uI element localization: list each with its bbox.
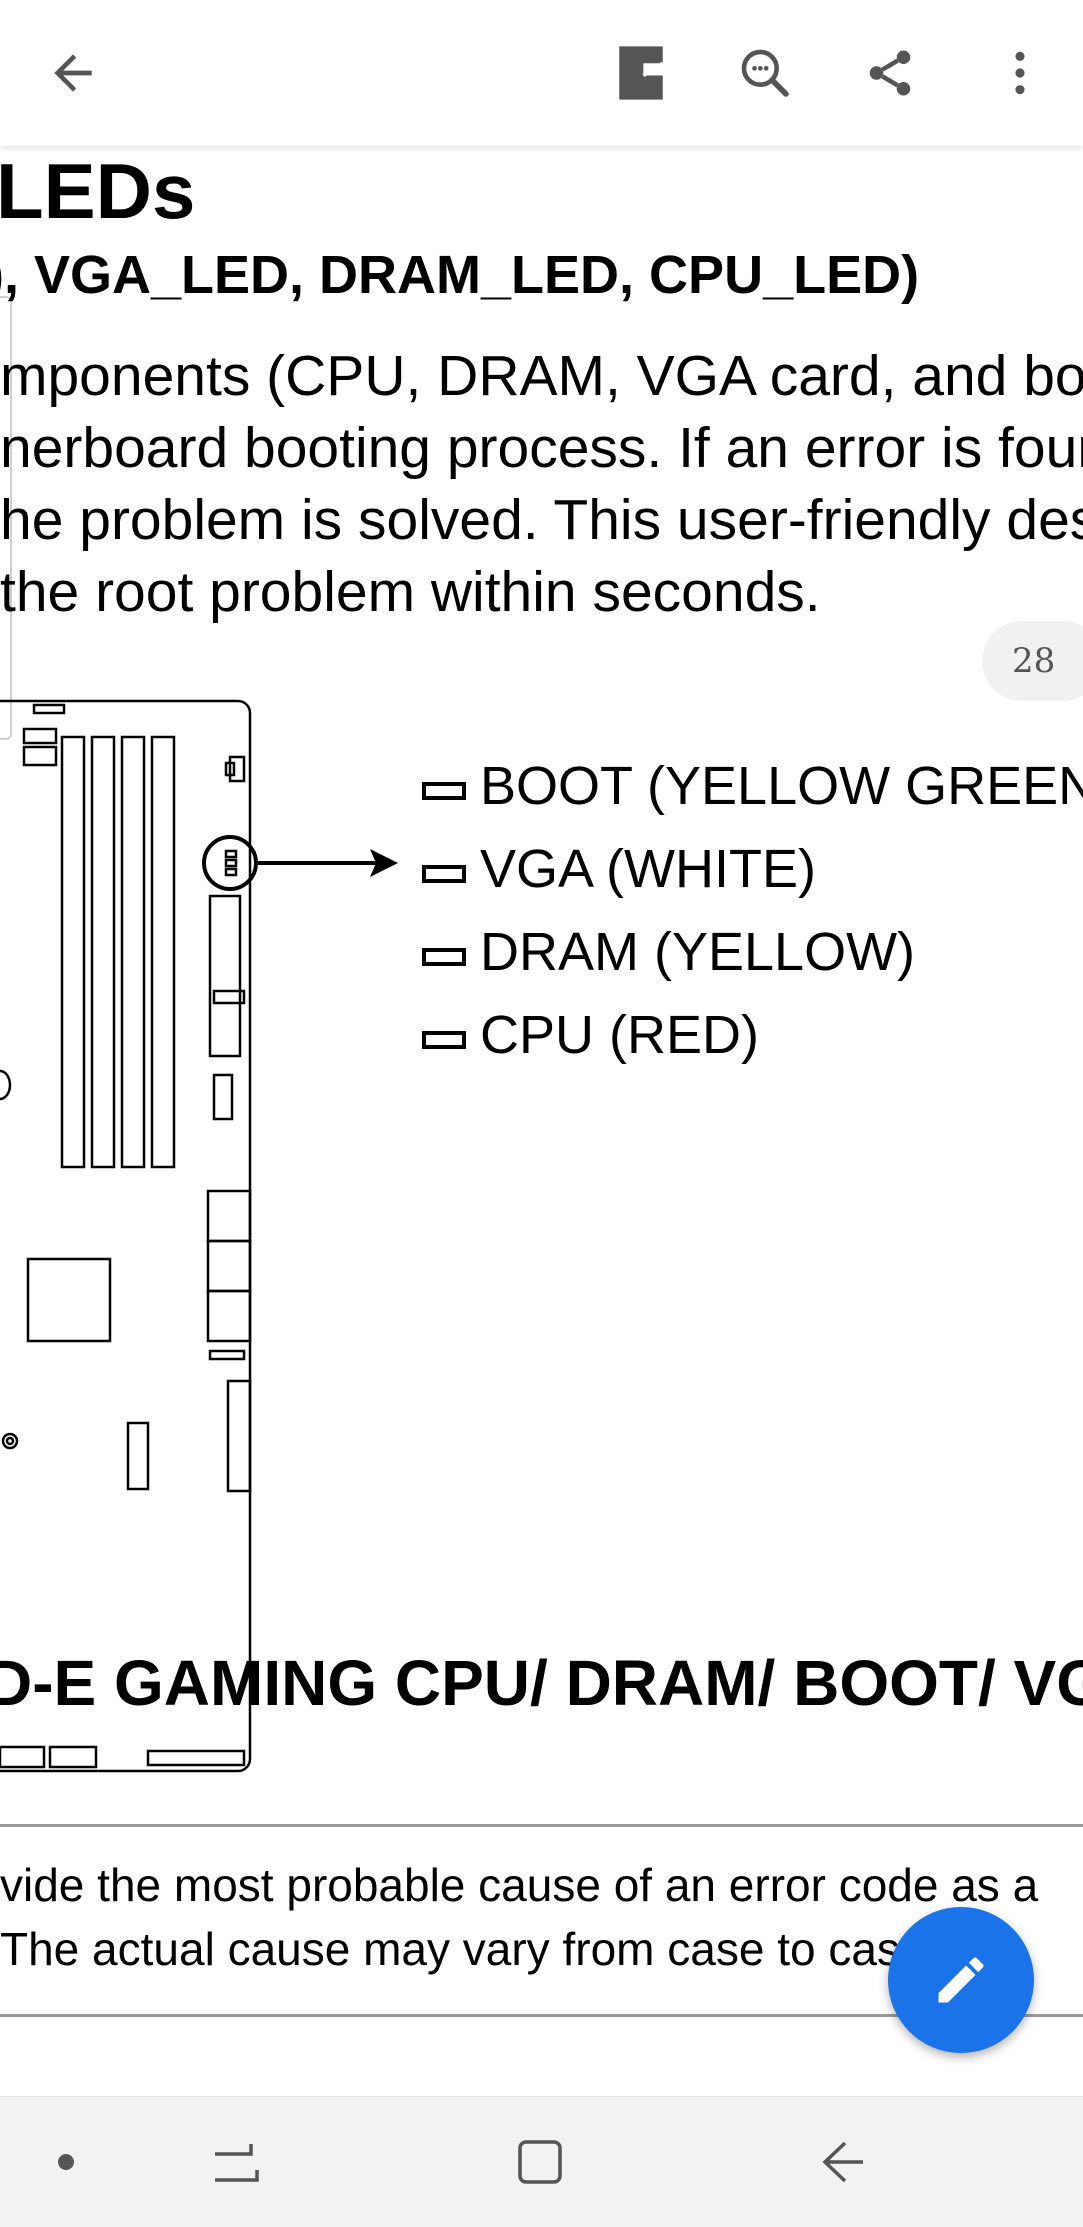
page-number-badge: 28 — [982, 621, 1083, 701]
page-number: 28 — [1012, 641, 1056, 681]
led-indicator-cpu — [422, 1031, 466, 1049]
led-highlight-circle — [202, 835, 258, 891]
reading-mode-icon[interactable] — [606, 38, 676, 108]
atx-power-connector — [208, 894, 242, 1058]
edit-pencil-icon — [938, 1957, 984, 2003]
top-app-bar — [0, 0, 1083, 146]
divider — [0, 2014, 1083, 2017]
motherboard-diagram — [0, 699, 398, 1773]
led-label-cpu: CPU (RED) — [480, 1005, 759, 1065]
dimm-slot — [90, 735, 116, 1169]
body-text-line: mponents (CPU, DRAM, VGA card, and boot — [0, 344, 1083, 408]
led-label-boot: BOOT (YELLOW GREEN) — [480, 756, 1083, 816]
system-nav-bar — [0, 2096, 1083, 2227]
led-indicator-boot — [422, 782, 466, 800]
section-heading: LEDs — [0, 147, 196, 235]
side-panel-handle[interactable] — [0, 296, 12, 740]
note-text-line: The actual cause may vary from case to c… — [0, 1923, 939, 1975]
body-text-line: he problem is solved. This user-friendly… — [0, 488, 1083, 552]
dimm-slot — [150, 735, 176, 1169]
document-page: LEDs ), VGA_LED, DRAM_LED, CPU_LED) mpon… — [0, 146, 1083, 2096]
dimm-slot — [120, 735, 146, 1169]
dimm-slot — [60, 735, 86, 1169]
section-subheading: ), VGA_LED, DRAM_LED, CPU_LED) — [0, 245, 920, 305]
more-vert-icon[interactable] — [985, 38, 1055, 108]
board-outline — [0, 699, 252, 1773]
body-text-line: nerboard booting process. If an error is… — [0, 416, 1083, 480]
search-icon[interactable] — [730, 38, 800, 108]
home-icon[interactable] — [510, 2132, 570, 2192]
arrow-head — [370, 849, 398, 877]
body-text-line: the root problem within seconds. — [0, 560, 821, 624]
back-icon[interactable] — [812, 2132, 872, 2192]
recent-apps-icon[interactable] — [206, 2132, 266, 2192]
edit-button[interactable] — [888, 1907, 1034, 2053]
figure-caption: D-E GAMING CPU/ DRAM/ BOOT/ VGA — [0, 1647, 1083, 1719]
arrow-left-icon[interactable] — [38, 38, 108, 108]
led-label-vga: VGA (WHITE) — [480, 839, 816, 899]
dot-icon[interactable] — [36, 2132, 96, 2192]
led-indicator-vga — [422, 865, 466, 883]
share-icon[interactable] — [855, 38, 925, 108]
led-indicator-dram — [422, 948, 466, 966]
divider — [0, 1824, 1083, 1827]
led-label-dram: DRAM (YELLOW) — [480, 922, 916, 982]
note-text-line: vide the most probable cause of an error… — [0, 1859, 1039, 1911]
